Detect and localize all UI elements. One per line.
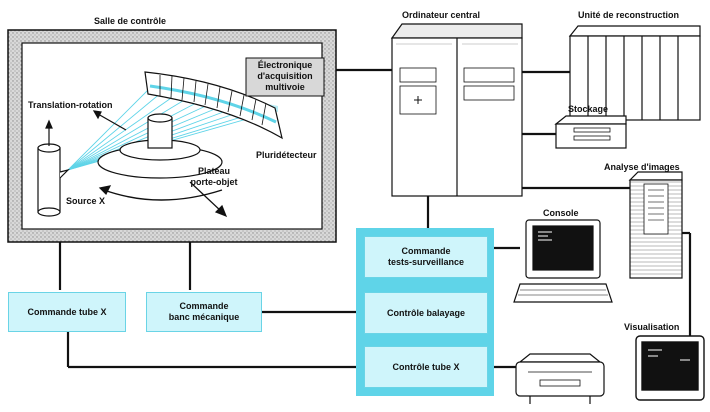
label-translation: Translation-rotation	[28, 100, 113, 110]
label-source: Source X	[66, 196, 106, 206]
commande-banc-box: Commande banc mécanique	[146, 292, 262, 332]
image-analysis-tower	[628, 171, 683, 279]
object-plate	[92, 110, 228, 218]
electronics-box	[245, 57, 325, 97]
storage-unit	[554, 115, 627, 149]
controle-balayage-box: Contrôle balayage	[364, 292, 488, 334]
label-console: Console	[543, 208, 579, 218]
detector-arc	[144, 71, 283, 140]
xray-source	[37, 119, 70, 217]
commande-tube-box: Commande tube X	[8, 292, 126, 332]
label-analyse: Analyse d'images	[604, 162, 680, 172]
label-pluridetecteur: Pluridétecteur	[256, 150, 317, 160]
controle-tube-box: Contrôle tube X	[364, 346, 488, 388]
label-salle: Salle de contrôle	[94, 16, 167, 26]
label-visualisation: Visualisation	[624, 322, 680, 332]
reconstruction-unit	[568, 25, 701, 121]
label-electronique: Électronique d'acquisition multivoie	[257, 60, 313, 92]
visualization-monitor	[635, 335, 705, 401]
connection-lines	[58, 68, 692, 369]
printer	[515, 353, 605, 404]
console-terminal	[513, 219, 613, 303]
label-plateau: Plateau porte-objet	[190, 166, 238, 187]
label-unite: Unité de reconstruction	[578, 10, 680, 20]
commande-tests-box: Commande tests-surveillance	[364, 236, 488, 278]
label-ordinateur: Ordinateur central	[402, 10, 481, 20]
label-stockage: Stockage	[568, 104, 609, 114]
central-computer	[390, 23, 523, 197]
